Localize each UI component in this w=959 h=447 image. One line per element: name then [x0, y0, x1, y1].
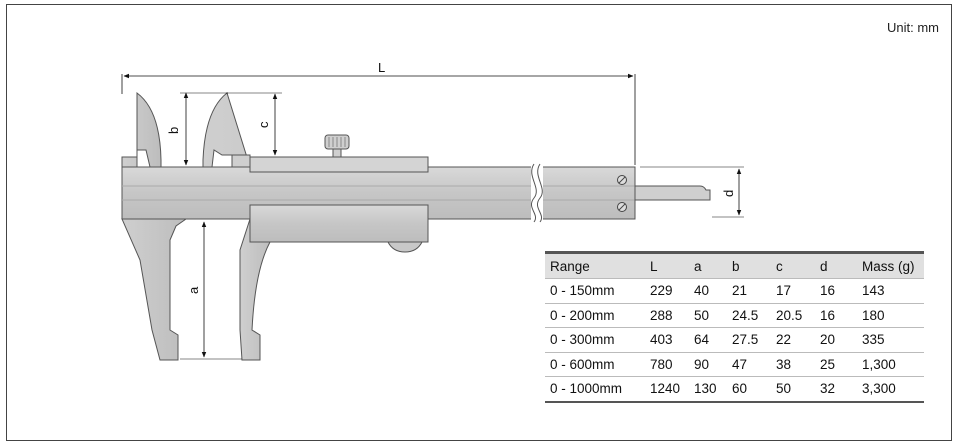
label-d: d [721, 190, 736, 197]
cell-mass: 180 [856, 302, 924, 328]
header-L: L [644, 251, 688, 279]
figure-frame [6, 4, 952, 441]
label-b: b [166, 127, 181, 134]
specs-table: Range L a b c d Mass (g) 0 - 150mm 229 4… [545, 251, 924, 403]
beam-break [530, 163, 543, 223]
cell-range: 0 - 300mm [545, 327, 644, 352]
dimension-d: d [640, 166, 744, 218]
table-row: 0 - 300mm 403 64 27.5 22 20 335 [545, 327, 924, 352]
header-mass: Mass (g) [856, 251, 924, 279]
depth-rod [634, 185, 711, 201]
cell-c: 17 [770, 278, 814, 303]
cell-a: 130 [688, 376, 726, 403]
table-row: 0 - 200mm 288 50 24.5 20.5 16 180 [545, 302, 924, 328]
slider [202, 92, 429, 361]
cell-c: 38 [770, 351, 814, 377]
dimension-a: a [180, 221, 242, 360]
header-a: a [688, 251, 726, 279]
cell-a: 50 [688, 302, 726, 328]
cell-L: 403 [644, 327, 688, 352]
cell-d: 25 [814, 351, 856, 377]
cell-d: 16 [814, 302, 856, 328]
label-c: c [256, 121, 271, 128]
dimension-b: b [166, 92, 228, 166]
cell-L: 288 [644, 302, 688, 328]
header-b: b [726, 251, 770, 279]
cell-a: 40 [688, 278, 726, 303]
cell-d: 20 [814, 327, 856, 352]
cell-mass: 335 [856, 327, 924, 352]
cell-L: 1240 [644, 376, 688, 403]
cell-range: 0 - 1000mm [545, 376, 644, 403]
cell-b: 60 [726, 376, 770, 403]
header-c: c [770, 251, 814, 279]
label-L: L [378, 60, 385, 75]
unit-note: Unit: mm [887, 20, 939, 35]
cell-a: 90 [688, 351, 726, 377]
cell-mass: 3,300 [856, 376, 924, 403]
cell-a: 64 [688, 327, 726, 352]
cell-mass: 143 [856, 278, 924, 303]
table-header-row: Range L a b c d Mass (g) [545, 251, 924, 279]
cell-d: 16 [814, 278, 856, 303]
table-row: 0 - 1000mm 1240 130 60 50 32 3,300 [545, 376, 924, 403]
cell-mass: 1,300 [856, 351, 924, 377]
cell-range: 0 - 200mm [545, 302, 644, 328]
header-d: d [814, 251, 856, 279]
cell-b: 24.5 [726, 302, 770, 328]
cell-c: 50 [770, 376, 814, 403]
cell-range: 0 - 150mm [545, 278, 644, 303]
cell-d: 32 [814, 376, 856, 403]
cell-L: 780 [644, 351, 688, 377]
fixed-jaw [121, 92, 188, 361]
thumb-screw-icon [324, 134, 350, 158]
table-row: 0 - 600mm 780 90 47 38 25 1,300 [545, 351, 924, 377]
table-row: 0 - 150mm 229 40 21 17 16 143 [545, 278, 924, 303]
dimension-c: c [226, 92, 282, 156]
label-a: a [186, 286, 201, 294]
cell-L: 229 [644, 278, 688, 303]
cell-b: 21 [726, 278, 770, 303]
cell-b: 47 [726, 351, 770, 377]
end-screw-icon [617, 175, 627, 212]
cell-range: 0 - 600mm [545, 351, 644, 377]
cell-c: 22 [770, 327, 814, 352]
cell-b: 27.5 [726, 327, 770, 352]
cell-c: 20.5 [770, 302, 814, 328]
dimension-L: L [121, 60, 636, 165]
header-range: Range [545, 251, 644, 279]
